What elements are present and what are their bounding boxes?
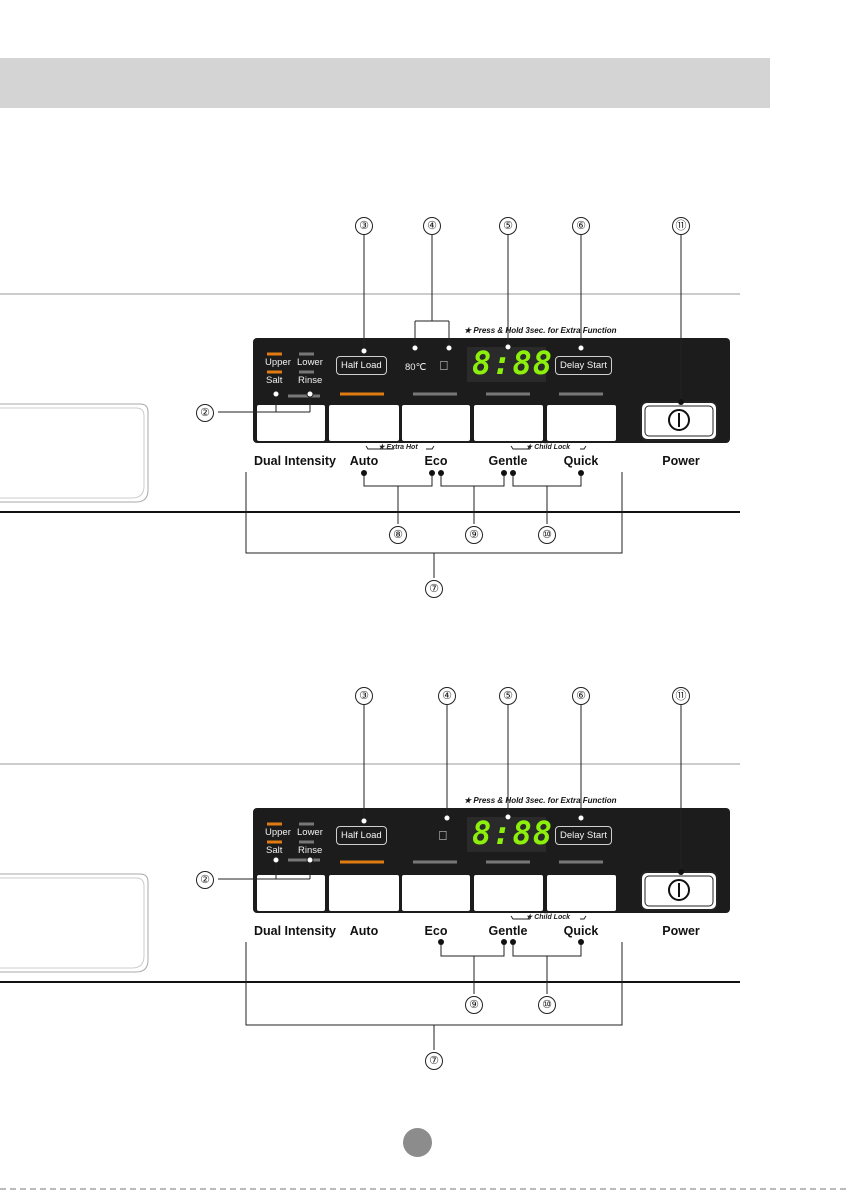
callout-5: ⑤ <box>499 687 517 705</box>
temp-80-icon: 80℃ <box>405 362 427 373</box>
half-load-button-label[interactable]: Half Load <box>336 826 387 845</box>
callout-3: ③ <box>355 217 373 235</box>
callout-10: ⑩ <box>538 526 556 544</box>
extra-function-note: ★ Press & Hold 3sec. for Extra Function <box>464 326 617 335</box>
callout-9: ⑨ <box>465 526 483 544</box>
callout-4: ④ <box>438 687 456 705</box>
extra-hot-label: ★ Extra Hot <box>378 444 418 451</box>
indicator-lower: Lower <box>297 827 323 838</box>
callout-7: ⑦ <box>425 1052 443 1070</box>
dual-intensity-button[interactable]: Dual Intensity <box>254 924 336 938</box>
delay-start-button-label[interactable]: Delay Start <box>555 826 612 845</box>
child-lock-label: ★ Child Lock <box>526 914 570 921</box>
callout-4: ④ <box>423 217 441 235</box>
callout-11: ⑪ <box>672 217 690 235</box>
callout-5: ⑤ <box>499 217 517 235</box>
quick-button[interactable]: Quick <box>563 924 599 938</box>
auto-button[interactable]: Auto <box>349 924 379 938</box>
time-display: 8:88 <box>472 344 554 382</box>
indicator-upper: Upper <box>265 357 291 368</box>
page-bottom-edge <box>0 1188 850 1190</box>
child-lock-icon: ⎕ <box>439 828 447 843</box>
callout-6: ⑥ <box>572 217 590 235</box>
callout-3: ③ <box>355 687 373 705</box>
auto-button[interactable]: Auto <box>349 454 379 468</box>
child-lock-icon: ⎕ <box>440 358 448 373</box>
callout-8: ⑧ <box>389 526 407 544</box>
indicator-rinse: Rinse <box>298 375 323 386</box>
callout-9: ⑨ <box>465 996 483 1014</box>
extra-function-note: ★ Press & Hold 3sec. for Extra Function <box>464 796 617 805</box>
indicator-salt: Salt <box>266 375 283 386</box>
power-button[interactable]: Power <box>662 454 700 468</box>
page-number-dot <box>403 1128 432 1157</box>
time-display: 8:88 <box>472 814 554 852</box>
callout-7: ⑦ <box>425 580 443 598</box>
panel-top-drawing <box>0 232 740 578</box>
indicator-lower: Lower <box>297 357 323 368</box>
quick-button[interactable]: Quick <box>563 454 599 468</box>
callout-6: ⑥ <box>572 687 590 705</box>
control-panel-diagram-top: ③ ④ ⑤ ⑥ ⑪ ② ⑧ ⑨ ⑩ ⑦ ★ Press & Hold 3sec.… <box>0 210 850 630</box>
indicator-salt: Salt <box>266 845 283 856</box>
eco-button[interactable]: Eco <box>424 924 448 938</box>
power-button[interactable]: Power <box>662 924 700 938</box>
indicator-rinse: Rinse <box>298 845 323 856</box>
callout-2: ② <box>196 404 214 422</box>
callout-10: ⑩ <box>538 996 556 1014</box>
dual-intensity-button[interactable]: Dual Intensity <box>254 454 336 468</box>
eco-button[interactable]: Eco <box>424 454 448 468</box>
child-lock-label: ★ Child Lock <box>526 444 570 451</box>
callout-2: ② <box>196 871 214 889</box>
section-header-bar <box>0 58 770 108</box>
half-load-button-label[interactable]: Half Load <box>336 356 387 375</box>
callout-11: ⑪ <box>672 687 690 705</box>
control-panel-diagram-bottom: ③ ④ ⑤ ⑥ ⑪ ② ⑨ ⑩ ⑦ ★ Press & Hold 3sec. f… <box>0 680 850 1100</box>
gentle-button[interactable]: Gentle <box>488 454 528 468</box>
delay-start-button-label[interactable]: Delay Start <box>555 356 612 375</box>
indicator-upper: Upper <box>265 827 291 838</box>
panel-bottom-drawing <box>0 702 740 1050</box>
gentle-button[interactable]: Gentle <box>488 924 528 938</box>
